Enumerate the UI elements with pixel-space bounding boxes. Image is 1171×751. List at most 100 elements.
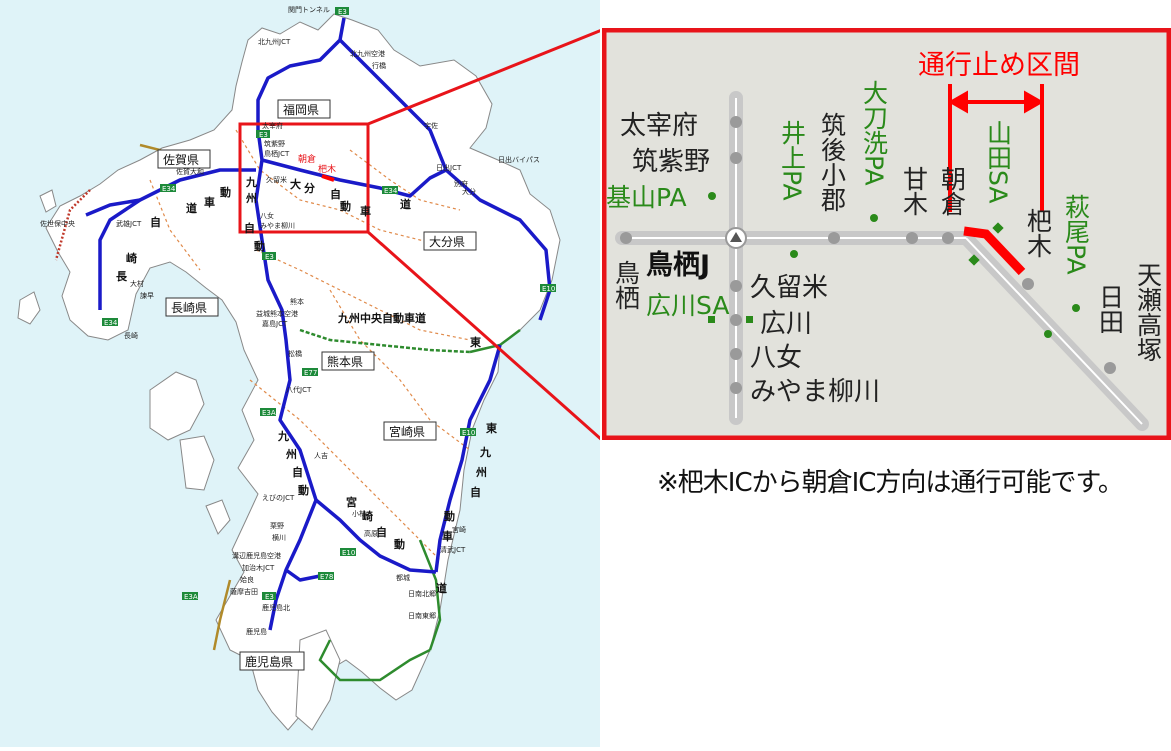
- city-label: 鹿児島北: [262, 603, 290, 612]
- city-label: 太宰府: [262, 121, 283, 130]
- city-label: 栗野: [270, 522, 284, 530]
- road-nagasaki-4: 自: [150, 215, 161, 229]
- ic-label-chikushino: 筑紫野: [632, 147, 710, 177]
- ic-label-hita: 日田: [1096, 284, 1125, 334]
- badge-e77: E77: [304, 369, 317, 377]
- sa-label-yamada: 山田SA: [984, 120, 1013, 203]
- road-oita-6: 道: [400, 197, 411, 211]
- map-label-haki: 杷木: [318, 163, 336, 175]
- badge-e34-nagasaki: E34: [104, 319, 118, 327]
- city-label: 佐世保中央: [40, 219, 75, 228]
- ic-label-yame: 八女: [750, 343, 802, 373]
- route-badges: [102, 7, 556, 600]
- city-label: 人吉: [314, 452, 328, 460]
- city-label: 高原: [364, 529, 378, 538]
- badge-e3-north: E3: [338, 8, 347, 16]
- city-label: 八女: [260, 211, 274, 220]
- badge-e3-dazaifu: E3: [259, 131, 268, 139]
- city-label: 清武JCT: [440, 545, 466, 554]
- pref-kagoshima: 鹿児島県: [245, 654, 293, 669]
- road-higashi-5: 自: [470, 485, 481, 499]
- inset-sapa-markers: [708, 192, 1080, 338]
- road-labels: 九 州 自 動 大 分 自 動 車 道 動 車 道 自 崎 長 九州中央自動車道…: [116, 175, 498, 595]
- city-label: 薩摩吉田: [230, 587, 258, 596]
- city-label: 諫早: [140, 291, 154, 300]
- city-label: 日南東郷: [408, 611, 436, 620]
- pref-miyazaki: 宮崎県: [389, 424, 425, 439]
- ic-label-chikugo-ogori: 筑後小郡: [818, 112, 847, 212]
- city-label: 行橋: [372, 61, 386, 70]
- badge-e34-oita: E34: [384, 187, 398, 195]
- closure-segment-map: [321, 174, 335, 182]
- map-label-asakura: 朝倉: [298, 153, 316, 165]
- city-labels: 北九州JCT 太宰府 筑紫野 鳥栖JCT 久留米 八女 みやま柳川 佐賀大和 佐…: [40, 6, 540, 636]
- road-oita-3: 自: [330, 187, 341, 201]
- road-miyazaki-1: 宮: [346, 495, 357, 509]
- road-nagasaki-6: 長: [116, 270, 128, 283]
- sa-label-hirokawa: 広川SA: [646, 291, 729, 320]
- road-chuo: 九州中央自動車道: [337, 311, 426, 325]
- road-higashi-4: 州: [475, 466, 487, 479]
- ic-label-tosu: 鳥栖: [612, 260, 641, 310]
- road-oita-2: 分: [304, 181, 315, 195]
- city-label: 大村: [130, 279, 144, 288]
- focus-box: [238, 122, 370, 234]
- pa-label-tachiarai: 大刀洗PA: [860, 80, 889, 186]
- road-higashi-6: 動: [444, 509, 455, 523]
- road-kyushu-s4: 動: [298, 483, 309, 497]
- connector-top: [367, 28, 603, 126]
- city-label: 益城熊本空港: [256, 309, 298, 318]
- city-label: 関門トンネル: [288, 6, 330, 14]
- city-label: 松橋: [288, 349, 302, 358]
- closure-segment-inset: [963, 226, 1026, 276]
- road-kyushu-2: 州: [245, 192, 257, 205]
- goto-island: [17, 291, 41, 325]
- ic-label-dazaifu: 太宰府: [620, 111, 698, 141]
- road-kyushu-s3: 自: [292, 465, 303, 479]
- city-label: みやま柳川: [260, 221, 295, 230]
- pref-nagasaki: 長崎県: [171, 301, 207, 315]
- ic-label-kurume: 久留米: [750, 273, 828, 303]
- badge-e3a-kagoshima: E3A: [184, 593, 198, 601]
- badge-e10-miyazaki: E10: [462, 429, 475, 437]
- pref-fukuoka: 福岡県: [283, 102, 319, 117]
- ic-label-miyama: みやま柳川: [750, 377, 880, 407]
- city-label: 日出バイパス: [498, 155, 540, 164]
- road-nagasaki-5: 崎: [126, 251, 137, 265]
- road-higashi-3: 九: [479, 445, 491, 459]
- badge-e78: E78: [320, 573, 333, 581]
- pa-label-haggio: 萩尾PA: [1062, 194, 1091, 275]
- pa-label-kiyama: 基山PA: [606, 183, 687, 212]
- badge-e10-oita: E10: [542, 285, 555, 293]
- city-label: 都城: [396, 574, 410, 582]
- road-higashi-1: 東: [470, 335, 482, 349]
- road-miyazaki-2: 崎: [362, 509, 373, 523]
- city-label: 別府: [454, 179, 468, 188]
- hirado-island: [39, 189, 57, 213]
- city-label: 鹿児島: [246, 627, 267, 636]
- road-nagasaki-1: 動: [220, 185, 231, 199]
- jct-label-tosu: 鳥栖J: [646, 250, 710, 281]
- badge-e3a: E3A: [262, 409, 276, 417]
- kyushu-map-svg: E3 E3 E34 E34 E3 E34 E77 E3A E10 E10 E78…: [0, 0, 603, 747]
- city-label: 八代JCT: [286, 385, 312, 394]
- city-label: 宇佐: [424, 121, 438, 130]
- prefecture-labels: 福岡県 佐賀県 長崎県 熊本県 大分県 宮崎県 鹿児島県: [157, 99, 477, 671]
- road-kyushu-4: 動: [254, 239, 265, 253]
- badge-e10-kobayashi: E10: [342, 549, 355, 557]
- road-higashi-2: 東: [486, 421, 498, 435]
- closure-note: ※杷木ICから朝倉IC方向は通行可能です。: [657, 468, 1124, 498]
- road-kyushu-3: 自: [244, 221, 255, 235]
- city-label: 佐賀大和: [176, 167, 204, 176]
- ic-label-haki: 杷木: [1024, 208, 1053, 258]
- city-label: 筑紫野: [264, 139, 285, 148]
- road-oita-4: 動: [340, 199, 351, 213]
- junction-symbol-icon: [730, 232, 742, 242]
- city-label: 加治木JCT: [242, 563, 275, 572]
- city-label: 横川: [272, 533, 286, 542]
- city-label: 日南北郷: [408, 589, 436, 598]
- city-label: 小林: [352, 509, 366, 518]
- city-label: 北九州空港: [350, 49, 385, 58]
- city-label: 姶良: [240, 575, 254, 584]
- city-label: 長崎: [124, 331, 138, 340]
